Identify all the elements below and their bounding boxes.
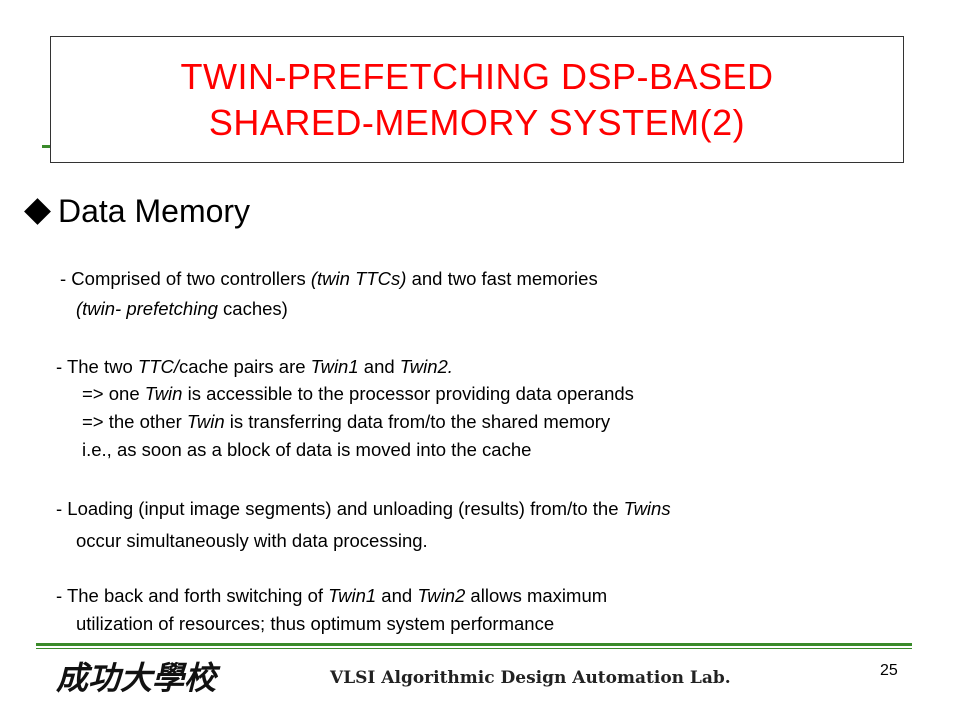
text-run: caches) [217,298,288,319]
section-heading-text: Data Memory [58,193,251,229]
university-logo-text: 成功大學校 [56,659,221,697]
text-run: - The back and forth switching of [56,585,329,606]
slide-title-line-1: TWIN-PREFETCHING DSP-BASED [180,55,774,97]
italic-term: TTC/ [137,356,180,377]
text-run: occur simultaneously with data processin… [76,530,428,551]
bullet-line: - Loading (input image segments) and unl… [56,497,671,521]
text-run: => one [82,383,145,404]
italic-term: Twin [186,411,225,432]
text-run: i.e., as soon as a block of data is move… [82,439,532,460]
section-heading: Data Memory [22,193,250,230]
italic-term: Twin2. [399,356,453,377]
diamond-bullet-icon [22,195,52,229]
text-run: and two fast memories [406,268,598,289]
text-run: and [376,585,418,606]
footer-divider-thin [36,648,912,649]
bullet-line: utilization of resources; thus optimum s… [76,612,554,636]
text-run: => the other [82,411,187,432]
text-run: utilization of resources; thus optimum s… [76,613,555,634]
bullet-line: occur simultaneously with data processin… [76,529,428,553]
text-run: - The two [56,356,138,377]
title-box: TWIN-PREFETCHING DSP-BASED SHARED-MEMORY… [50,36,904,163]
bullet-line: - The back and forth switching of Twin1 … [56,584,607,608]
bullet-line: => the other Twin is transferring data f… [82,410,610,434]
slide-title-line-2: SHARED-MEMORY SYSTEM(2) [208,101,746,143]
text-run: is accessible to the processor providing… [182,383,634,404]
italic-term: Twin2 [417,585,466,606]
text-run: - Loading (input image segments) and unl… [56,498,624,519]
green-accent-tick [42,145,54,148]
bullet-line: i.e., as soon as a block of data is move… [82,438,531,462]
italic-term: (twin TTCs) [310,268,407,289]
bullet-line: => one Twin is accessible to the process… [82,382,634,406]
university-logo: 成功大學校 [56,659,221,697]
text-run: - Comprised of two controllers [60,268,311,289]
italic-term: Twin [144,383,183,404]
text-run: is transferring data from/to the shared … [224,411,611,432]
bullet-line: - The two TTC/cache pairs are Twin1 and … [56,355,453,379]
italic-term: Twin1 [310,356,359,377]
text-run: allows maximum [465,585,608,606]
italic-term: Twins [623,498,671,519]
footer-divider [36,643,912,646]
page-number: 25 [880,662,898,679]
lab-name: VLSI Algorithmic Design Automation Lab. [330,668,731,688]
text-run: cache pairs are [179,356,311,377]
bullet-line: - Comprised of two controllers (twin TTC… [60,267,598,291]
italic-term: (twin- prefetching [76,298,218,319]
bullet-line: (twin- prefetching caches) [76,297,288,321]
text-run: and [358,356,400,377]
italic-term: Twin1 [328,585,377,606]
